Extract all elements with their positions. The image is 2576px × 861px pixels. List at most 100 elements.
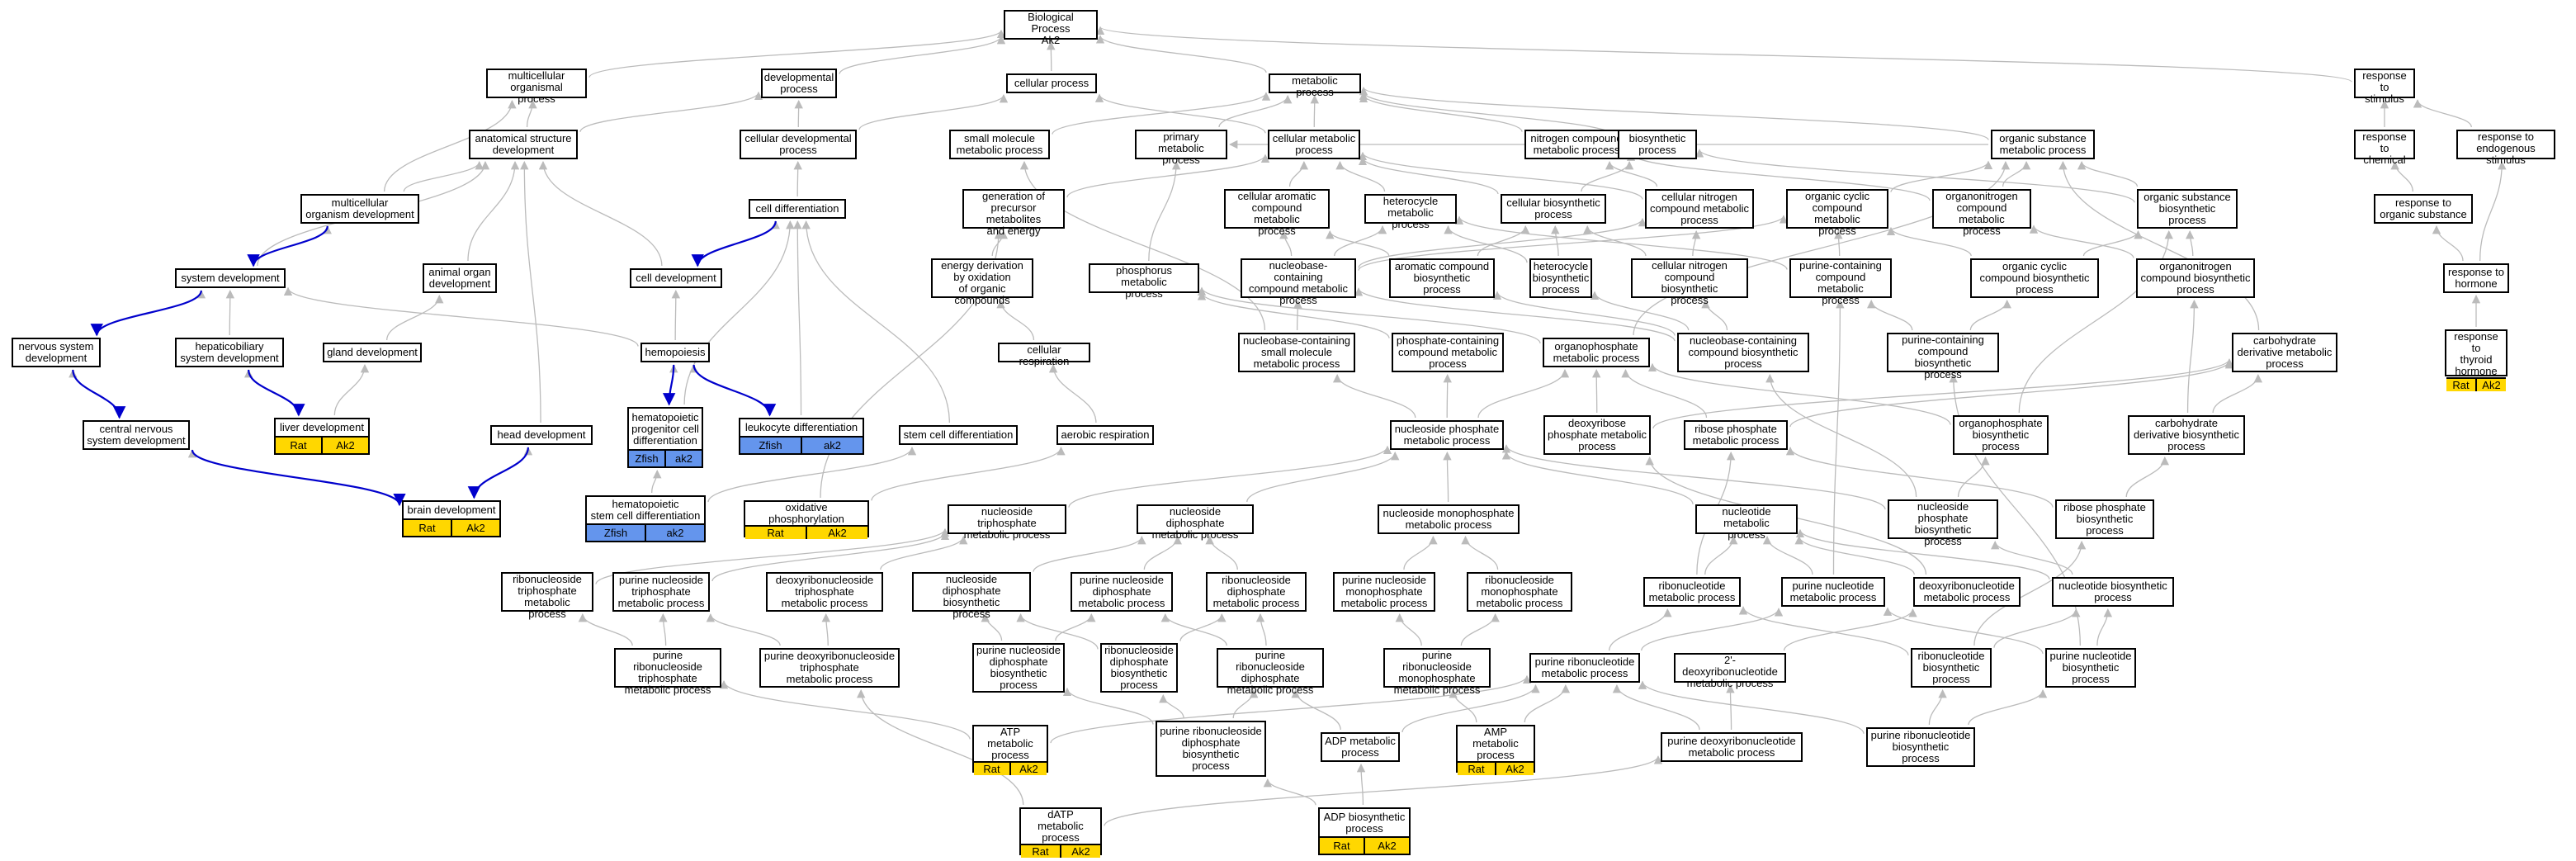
go-term-node-rnucbp[interactable]: ribonucleotide biosynthetic process bbox=[1911, 648, 1992, 688]
go-term-node-rndpmp[interactable]: ribonucleoside diphosphate metabolic pro… bbox=[1206, 572, 1307, 612]
go-term-node-nucbp[interactable]: nucleotide biosynthetic process bbox=[2052, 577, 2174, 607]
go-term-node-npbp[interactable]: nucleoside phosphate biosynthetic proces… bbox=[1888, 499, 1998, 547]
go-term-node-rth[interactable]: response to hormone bbox=[2443, 263, 2509, 293]
go-term-node-nccbp[interactable]: nucleobase-containing compound biosynthe… bbox=[1677, 333, 1809, 372]
go-term-node-cdmp[interactable]: carbohydrate derivative metabolic proces… bbox=[2232, 333, 2337, 372]
go-term-node-cbp[interactable]: cellular biosynthetic process bbox=[1501, 194, 1606, 224]
go-term-node-ndpmp[interactable]: nucleoside diphosphate metabolic process bbox=[1137, 504, 1254, 541]
go-term-node-rtc[interactable]: response to chemical bbox=[2354, 130, 2415, 166]
go-term-node-scd[interactable]: stem cell differentiation bbox=[899, 425, 1018, 445]
go-term-node-pntpmp[interactable]: purine nucleoside triphosphate metabolic… bbox=[612, 572, 710, 612]
go-term-node-nsd[interactable]: nervous system development bbox=[12, 338, 101, 367]
go-term-node-oncbp[interactable]: organonitrogen compound biosynthetic pro… bbox=[2136, 258, 2255, 298]
go-term-node-glandd[interactable]: gland development bbox=[323, 343, 422, 362]
go-term-node-mod[interactable]: multicellular organism development bbox=[300, 194, 419, 224]
go-term-node-hpcd[interactable]: hematopoietic progenitor cell differenti… bbox=[627, 407, 703, 468]
go-term-node-prndpbp[interactable]: purine ribonucleoside diphosphate biosyn… bbox=[1156, 721, 1266, 777]
go-term-node-nmpmp[interactable]: nucleoside monophosphate metabolic proce… bbox=[1378, 504, 1520, 534]
go-term-node-pnucbp[interactable]: purine nucleotide biosynthetic process bbox=[2045, 648, 2136, 688]
go-term-node-aod[interactable]: animal organ development bbox=[423, 263, 497, 293]
go-term-node-dntpmp[interactable]: deoxyribonucleoside triphosphate metabol… bbox=[766, 572, 883, 612]
go-term-node-rpbp[interactable]: ribose phosphate biosynthetic process bbox=[2055, 499, 2154, 539]
go-term-node-osbp[interactable]: organic substance biosynthetic process bbox=[2137, 189, 2238, 229]
go-term-node-nucmp[interactable]: nucleotide metabolic process bbox=[1695, 504, 1798, 541]
go-term-node-pndpbp[interactable]: purine nucleoside diphosphate biosynthet… bbox=[972, 643, 1065, 693]
go-term-node-pnucmp[interactable]: purine nucleotide metabolic process bbox=[1781, 577, 1885, 607]
go-term-node-drpmp[interactable]: deoxyribose phosphate metabolic process bbox=[1543, 415, 1651, 455]
go-term-node-biosp[interactable]: biosynthetic process bbox=[1618, 130, 1697, 159]
go-term-node-ede[interactable]: energy derivation by oxidation of organi… bbox=[931, 258, 1033, 306]
go-term-node-onmp[interactable]: organonitrogen compound metabolic proces… bbox=[1932, 189, 2031, 237]
go-term-node-devp[interactable]: developmental process bbox=[761, 69, 837, 98]
go-term-node-opmp[interactable]: organophosphate metabolic process bbox=[1543, 338, 1650, 367]
go-term-node-celldev[interactable]: cell development bbox=[630, 268, 722, 288]
go-term-node-metp[interactable]: metabolic process bbox=[1269, 73, 1361, 98]
go-term-node-occbp[interactable]: organic cyclic compound biosynthetic pro… bbox=[1970, 258, 2099, 298]
go-term-node-pnmpmp[interactable]: purine nucleoside monophosphate metaboli… bbox=[1333, 572, 1435, 612]
go-term-node-celldiff[interactable]: cell differentiation bbox=[749, 199, 846, 219]
go-term-node-occmp[interactable]: organic cyclic compound metabolic proces… bbox=[1786, 189, 1888, 237]
go-term-node-pmp[interactable]: primary metabolic process bbox=[1135, 130, 1227, 166]
go-term-node-pccbp[interactable]: purine-containing compound biosynthetic … bbox=[1887, 333, 1999, 381]
go-term-node-rnucmp[interactable]: ribonucleotide metabolic process bbox=[1643, 577, 1741, 607]
go-term-node-hbp[interactable]: heterocycle biosynthetic process bbox=[1529, 258, 1592, 298]
go-term-node-cncmp[interactable]: cellular nitrogen compound metabolic pro… bbox=[1645, 189, 1754, 229]
go-term-node-asd[interactable]: anatomical structure development bbox=[469, 130, 578, 159]
go-term-node-ncmp[interactable]: nitrogen compound metabolic process bbox=[1524, 130, 1628, 159]
go-term-node-smmp[interactable]: small molecule metabolic process bbox=[949, 130, 1050, 159]
go-term-node-cdp[interactable]: cellular developmental process bbox=[740, 130, 857, 159]
go-term-node-dnucmp[interactable]: deoxyribonucleotide metabolic process bbox=[1913, 577, 2021, 607]
go-term-node-cmp[interactable]: cellular metabolic process bbox=[1268, 130, 1360, 159]
go-term-node-cdbp[interactable]: carbohydrate derivative biosynthetic pro… bbox=[2128, 415, 2245, 455]
go-term-node-pcmp[interactable]: phosphate-containing compound metabolic … bbox=[1392, 333, 1504, 372]
go-term-node-gpm[interactable]: generation of precursor metabolites and … bbox=[962, 189, 1065, 237]
go-term-node-rtes[interactable]: response to endogenous stimulus bbox=[2456, 130, 2555, 166]
go-term-node-pccmp[interactable]: purine-containing compound metabolic pro… bbox=[1789, 258, 1892, 306]
go-term-node-ddnucmp[interactable]: 2'-deoxyribonucleotide metabolic process bbox=[1674, 653, 1786, 689]
go-term-node-prnmpmp[interactable]: purine ribonucleoside monophosphate meta… bbox=[1383, 648, 1491, 696]
go-term-node-rndpbp[interactable]: ribonucleoside diphosphate biosynthetic … bbox=[1100, 643, 1178, 693]
go-term-node-prnucmp[interactable]: purine ribonucleotide metabolic process bbox=[1529, 653, 1640, 683]
go-term-node-rnmpmp[interactable]: ribonucleoside monophosphate metabolic p… bbox=[1467, 572, 1572, 612]
go-term-node-headd[interactable]: head development bbox=[490, 425, 593, 445]
go-term-node-cellp[interactable]: cellular process bbox=[1006, 73, 1097, 93]
go-term-node-bp[interactable]: Biological Process Ak2 bbox=[1004, 10, 1098, 46]
go-term-node-hcmp[interactable]: heterocycle metabolic process bbox=[1364, 194, 1457, 230]
go-term-node-adpmp[interactable]: ADP metabolic process bbox=[1321, 732, 1400, 762]
go-term-node-cresp[interactable]: cellular respiration bbox=[998, 343, 1090, 367]
go-term-node-pdrntpmp[interactable]: purine deoxyribonucleoside triphosphate … bbox=[759, 648, 900, 688]
go-term-node-ncsmmp[interactable]: nucleobase-containing small molecule met… bbox=[1238, 333, 1355, 372]
go-term-node-rpmp[interactable]: ribose phosphate metabolic process bbox=[1684, 420, 1788, 450]
go-term-node-phosmp[interactable]: phosphorus metabolic process bbox=[1089, 263, 1199, 300]
go-term-node-hbsd[interactable]: hepaticobiliary system development bbox=[175, 338, 284, 367]
go-term-node-npmp[interactable]: nucleoside phosphate metabolic process bbox=[1390, 420, 1504, 450]
go-term-node-opbp[interactable]: organophosphate biosynthetic process bbox=[1953, 415, 2049, 455]
go-term-node-osmp[interactable]: organic substance metabolic process bbox=[1991, 130, 2095, 159]
go-term-node-rntpmp[interactable]: ribonucleoside triphosphate metabolic pr… bbox=[501, 572, 593, 620]
go-term-node-pdrnmp[interactable]: purine deoxyribonucleotide metabolic pro… bbox=[1661, 732, 1803, 762]
go-term-node-cncbp[interactable]: cellular nitrogen compound biosynthetic … bbox=[1631, 258, 1748, 306]
go-term-node-hemo[interactable]: hemopoiesis bbox=[640, 343, 710, 362]
go-term-node-prndpmp[interactable]: purine ribonucleoside diphosphate metabo… bbox=[1217, 648, 1324, 696]
go-term-node-acbp[interactable]: aromatic compound biosynthetic process bbox=[1389, 258, 1495, 298]
go-term-node-rts[interactable]: response to stimulus bbox=[2354, 69, 2415, 105]
go-term-node-nccmp[interactable]: nucleobase-containing compound metabolic… bbox=[1241, 258, 1356, 306]
go-term-node-aresp[interactable]: aerobic respiration bbox=[1056, 425, 1154, 445]
go-term-node-prntpmp[interactable]: purine ribonucleoside triphosphate metab… bbox=[614, 648, 721, 696]
go-term-node-sysdev[interactable]: system development bbox=[175, 268, 286, 288]
go-term-node-rtos[interactable]: response to organic substance bbox=[2374, 194, 2473, 224]
go-term-node-cacmp[interactable]: cellular aromatic compound metabolic pro… bbox=[1224, 189, 1330, 237]
go-term-node-ndpbp[interactable]: nucleoside diphosphate biosynthetic proc… bbox=[912, 572, 1031, 620]
go-term-node-ntpmp[interactable]: nucleoside triphosphate metabolic proces… bbox=[948, 504, 1066, 541]
go-term-node-cnsd[interactable]: central nervous system development bbox=[83, 420, 190, 450]
